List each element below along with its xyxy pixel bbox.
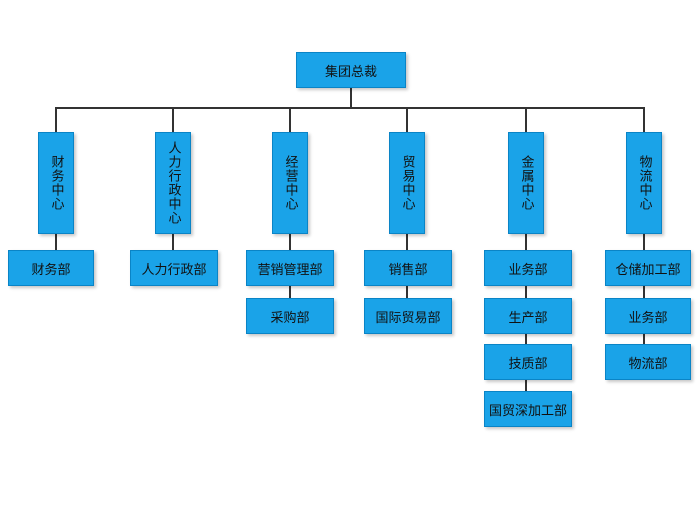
center-node-trade: 贸易中心 — [389, 132, 425, 234]
center-node-finance: 财务中心 — [38, 132, 74, 234]
center-label: 贸易中心 — [399, 155, 415, 211]
root-label: 集团总裁 — [324, 64, 377, 80]
center-label: 人力行政中心 — [165, 141, 181, 225]
dept-label: 业务部 — [508, 262, 548, 278]
dept-label: 人力行政部 — [141, 262, 207, 278]
center-node-logistics: 物流中心 — [626, 132, 662, 234]
dept-label: 物流部 — [628, 356, 668, 372]
dept-label: 仓储加工部 — [615, 262, 681, 278]
dept-node: 业务部 — [484, 250, 572, 286]
dept-node: 仓储加工部 — [605, 250, 691, 286]
dept-node: 销售部 — [364, 250, 452, 286]
center-label: 财务中心 — [48, 155, 64, 211]
dept-node: 营销管理部 — [246, 250, 334, 286]
dept-node: 业务部 — [605, 298, 691, 334]
dept-node: 采购部 — [246, 298, 334, 334]
dept-label: 销售部 — [388, 262, 428, 278]
dept-label: 营销管理部 — [257, 262, 323, 278]
dept-node: 人力行政部 — [130, 250, 218, 286]
dept-node: 技质部 — [484, 344, 572, 380]
center-node-hr-admin: 人力行政中心 — [155, 132, 191, 234]
dept-label: 技质部 — [508, 356, 548, 372]
root-node: 集团总裁 — [296, 52, 406, 88]
dept-label: 国际贸易部 — [375, 310, 441, 326]
dept-label: 国贸深加工部 — [488, 403, 567, 419]
dept-label: 财务部 — [31, 262, 71, 278]
dept-node: 国贸深加工部 — [484, 391, 572, 427]
center-label: 金属中心 — [518, 155, 534, 211]
dept-node: 物流部 — [605, 344, 691, 380]
center-label: 经营中心 — [282, 155, 298, 211]
dept-label: 采购部 — [270, 310, 310, 326]
center-label: 物流中心 — [636, 155, 652, 211]
center-node-operations: 经营中心 — [272, 132, 308, 234]
dept-label: 业务部 — [628, 310, 668, 326]
dept-node: 国际贸易部 — [364, 298, 452, 334]
center-node-metals: 金属中心 — [508, 132, 544, 234]
dept-node: 生产部 — [484, 298, 572, 334]
dept-node: 财务部 — [8, 250, 94, 286]
dept-label: 生产部 — [508, 310, 548, 326]
